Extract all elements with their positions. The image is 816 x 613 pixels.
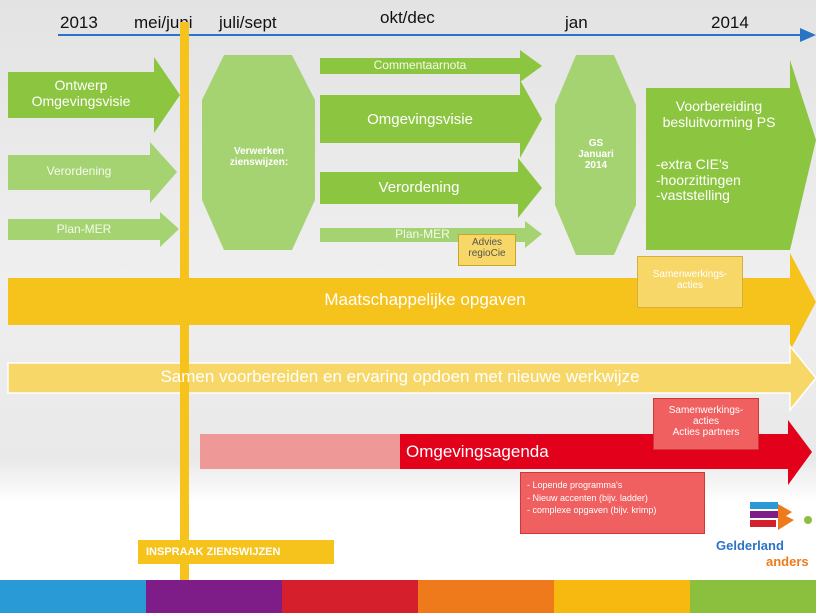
verordening-label: Verordening xyxy=(378,179,460,196)
commentaarnota-arrow xyxy=(320,50,542,82)
bottom-stripe-blue xyxy=(0,580,146,613)
maatschappelijke-label: Maatschappelijke opgaven xyxy=(324,290,526,309)
omgevingsagenda-programs-box: - Lopende programma's - Nieuw accenten (… xyxy=(520,472,705,534)
planmer-label: Plan-MER xyxy=(395,227,450,241)
verordening-arrow-left xyxy=(8,142,177,203)
samen-label: Samen voorbereiden en ervaring opdoen me… xyxy=(160,367,640,386)
verwerken-label: Verwerken zienswijzen: xyxy=(229,146,289,169)
logo-text-gelderland: Gelderland xyxy=(716,538,784,553)
verwerken-hexagon xyxy=(202,55,315,250)
timeline-label-juli-sept: juli/sept xyxy=(219,13,277,32)
planmer-arrow-left xyxy=(8,212,179,247)
omgevingsagenda-samenwerking-box: Samenwerkings- acties Acties partners xyxy=(653,398,759,450)
planmer-left-label: Plan-MER xyxy=(56,222,112,236)
samen-arrow xyxy=(7,343,816,413)
timeline-label-mei-juni: mei/juni xyxy=(134,13,193,32)
advies-regiocie-box: Advies regioCie xyxy=(458,234,516,266)
bottom-stripe-purple xyxy=(146,580,282,613)
gs-label: GS Januari 2014 xyxy=(578,138,614,172)
inspraak-zienswijzen-label: INSPRAAK ZIENSWIJZEN xyxy=(138,540,334,564)
timeline-label-okt-dec: okt/dec xyxy=(380,8,435,27)
voorbereiding-items: -extra CIE's -hoorzittingen -vaststellin… xyxy=(656,156,741,204)
voorbereiding-title: Voorbereiding besluitvorming PS xyxy=(662,98,776,130)
ontwerp-label: Ontwerp Omgevingsvisie xyxy=(31,77,131,109)
bottom-stripe-green xyxy=(690,580,816,613)
omgevingsvisie-arrow xyxy=(320,80,542,158)
ontwerp-arrow xyxy=(8,57,180,133)
bottom-stripe-yellow xyxy=(554,580,690,613)
omgevingsagenda-faded-bar xyxy=(200,434,400,469)
inspraak-vertical-bar xyxy=(180,22,189,592)
gs-hexagon xyxy=(555,55,636,255)
maatschappelijke-samenwerking-box: Samenwerkings- acties xyxy=(637,256,743,308)
omgevingsagenda-label: Omgevingsagenda xyxy=(406,442,549,461)
gelderland-logo-icon xyxy=(750,502,812,530)
timeline-label-2013: 2013 xyxy=(60,13,98,32)
verordening-arrow xyxy=(320,158,542,218)
bottom-stripe-red xyxy=(282,580,418,613)
timeline-label-2014: 2014 xyxy=(711,13,749,32)
omgevingsvisie-label: Omgevingsvisie xyxy=(367,111,473,128)
logo-text-anders: anders xyxy=(766,554,809,569)
bottom-stripe-orange xyxy=(418,580,554,613)
maatschappelijke-arrow xyxy=(8,253,816,351)
timeline-label-jan: jan xyxy=(565,13,588,32)
voorbereiding-arrow xyxy=(646,60,816,250)
verordening-left-label: Verordening xyxy=(46,164,112,178)
commentaarnota-label: Commentaarnota xyxy=(373,58,467,72)
